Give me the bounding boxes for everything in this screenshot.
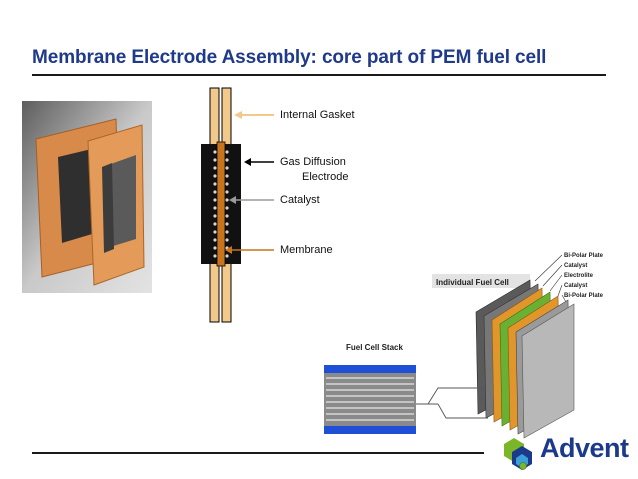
membrane-layer bbox=[216, 141, 226, 267]
layer-label-electrolite: Electrolite bbox=[564, 273, 594, 279]
label-membrane: Membrane bbox=[280, 244, 333, 256]
fuel-cell-stack-label: Fuel Cell Stack bbox=[346, 343, 403, 352]
stack-to-cell-connector bbox=[416, 387, 488, 419]
page-title: Membrane Electrode Assembly: core part o… bbox=[32, 47, 547, 68]
layer-label-catalyst-top: Catalyst bbox=[564, 263, 587, 269]
membrane-arrow bbox=[225, 246, 274, 254]
gas-diffusion-right bbox=[225, 144, 241, 264]
advent-logo-text: Advent bbox=[540, 433, 629, 463]
layer-label-catalyst-bottom: Catalyst bbox=[564, 283, 587, 289]
individual-fuel-cell-layers bbox=[475, 279, 575, 439]
footer-divider bbox=[32, 452, 484, 454]
individual-fuel-cell-label: Individual Fuel Cell bbox=[436, 278, 509, 287]
label-gas-diffusion-line2: Electrode bbox=[302, 171, 349, 183]
fuel-cell-stack-graphic bbox=[324, 365, 416, 434]
catalyst-arrow bbox=[229, 196, 274, 204]
label-gas-diffusion-line1: Gas Diffusion bbox=[280, 156, 346, 168]
label-catalyst: Catalyst bbox=[280, 194, 320, 206]
fuel-cell-stack-diagram: Individual Fuel Cell Bi-Polar Plate Cata… bbox=[324, 253, 604, 439]
title-divider bbox=[32, 74, 606, 76]
mea-photo-illustration bbox=[22, 101, 152, 293]
mea-cross-section bbox=[201, 87, 274, 323]
gas-diffusion-left bbox=[201, 144, 217, 264]
label-internal-gasket: Internal Gasket bbox=[280, 109, 355, 121]
layer-label-bipolar-top: Bi-Polar Plate bbox=[564, 253, 604, 259]
internal-gasket-arrow bbox=[234, 111, 274, 119]
catalyst-particles bbox=[213, 150, 229, 258]
layer-label-bipolar-bottom: Bi-Polar Plate bbox=[564, 293, 604, 299]
advent-logo-icon bbox=[504, 438, 532, 470]
gas-diffusion-arrow bbox=[244, 158, 274, 166]
